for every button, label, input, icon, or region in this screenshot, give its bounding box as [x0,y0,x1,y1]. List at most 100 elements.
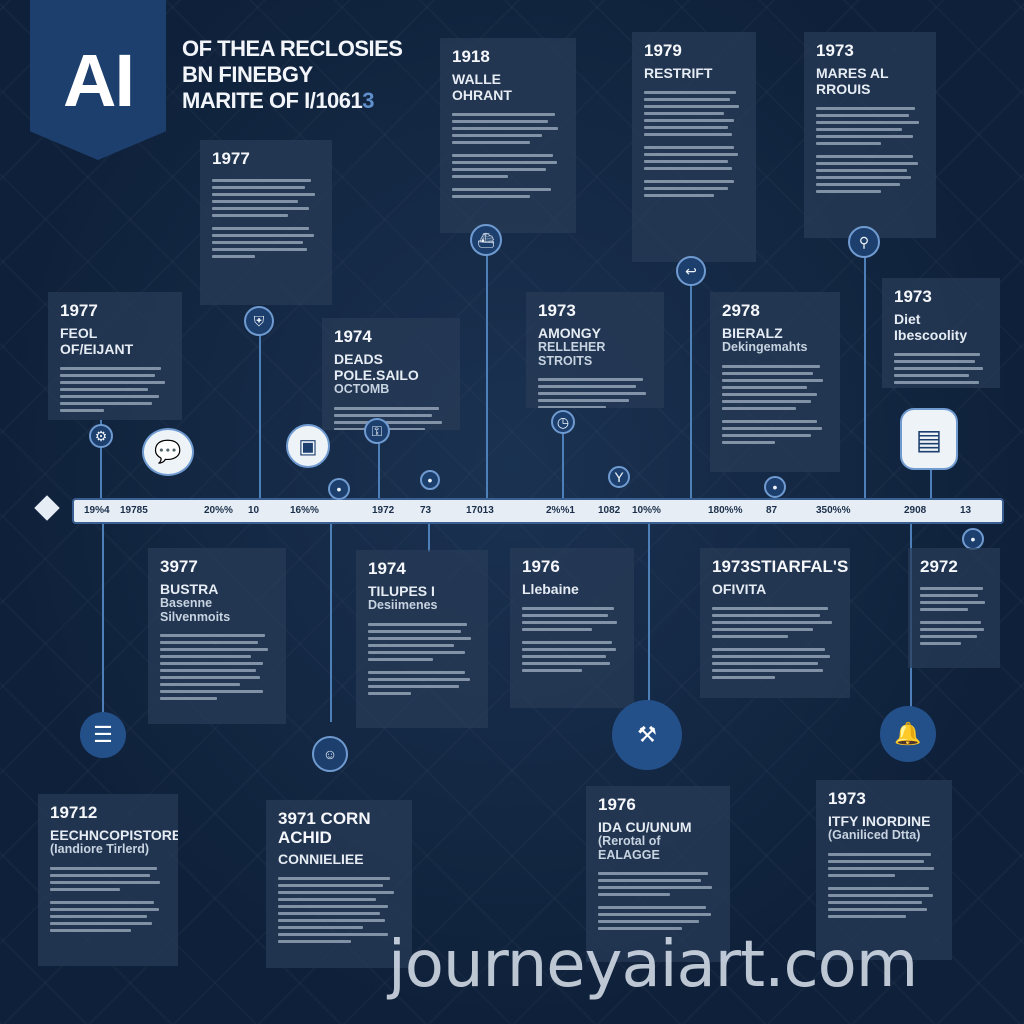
timeline-card-1977b: 1977 FEOL OF/EIJANT [48,292,182,420]
card-title: BUSTRA [160,580,219,597]
card-year: 3977 [160,557,198,576]
card-body [50,866,166,891]
card-year: 1974 [334,327,372,346]
connector-line [930,460,932,500]
gear-icon: ⚙ [89,424,113,448]
gear-stack-icon: ☰ [80,712,126,758]
card-subtitle: Basenne Silvenmoits [160,595,231,624]
card-title: MARES AL RROUIS [816,64,889,97]
timeline-card-1976: 1976 Llebaine [510,548,634,708]
timeline-dot: • [328,478,350,500]
card-title: DEADS POLE.SAILO [334,350,419,383]
timeline-tick: 16%% [290,505,319,516]
card-body [452,187,564,198]
card-body [368,622,476,661]
timeline-card-1976b: 1976 IDA CU/UNUM (Rerotal of EALAGGE [586,786,730,962]
card-subtitle: Desiimenes [368,597,438,612]
timeline-tick: 2%%1 [546,505,575,516]
timeline-card-1973c: 1973 Diet Ibescoolity [882,278,1000,388]
connector-line [648,522,650,732]
card-title: EECHNCOPISTORE [50,826,178,843]
card-body [644,145,744,170]
card-year: 1976 [522,557,560,576]
card-title: BIERALZ [722,324,783,341]
document-icon: ▤ [900,408,958,470]
card-body [50,900,166,932]
card-title: RESTRIFT [644,64,713,81]
header-line-3: MARITE OF I/10613 [182,88,375,114]
card-year: 1979 [644,41,682,60]
connector-line [330,522,332,722]
timeline-bar [74,500,1002,522]
ship-icon: ⛴ [470,224,502,256]
card-body [368,670,476,695]
timeline-card-1973: 1973 MARES AL RROUIS [804,32,936,238]
card-title: FEOL OF/EIJANT [60,324,134,357]
card-title: TILUPES I [368,582,435,599]
timeline-card-1973b: 1973 AMONGY RELLEHER STROITS [526,292,664,408]
ai-logo-badge: AI [30,0,166,160]
card-body [334,406,448,430]
header-line-3-text: MARITE OF I/1061 [182,88,363,113]
connector-line [562,420,564,500]
card-title: ITFY INORDINE [828,812,931,829]
timeline-tick: 19%4 [84,505,110,516]
card-title: Llebaine [522,580,579,597]
timeline-card-1973e: 1973 ITFY INORDINE (Ganiliced Dtta) [816,780,952,960]
card-title: Diet Ibescoolity [894,310,968,343]
card-body [644,90,744,136]
chip-icon: ▣ [286,424,330,468]
timeline-tick: 350%% [816,505,851,516]
timeline-start-diamond [34,495,60,521]
header-line-2: BN FINEBGY [182,62,313,87]
card-body [816,154,924,193]
card-year: 1976 [598,795,636,814]
timeline-tick: 73 [420,505,432,516]
card-subtitle: (Ganiliced Dtta) [828,827,921,842]
card-year: 3971 CORN ACHID [278,809,371,847]
card-year: 1918 [452,47,490,66]
timeline-card-1973d: 1973STIARFAL'S OFIVITA [700,548,850,698]
timeline-card-19712: 19712 EECHNCOPISTORE (Iandiore Tirlerd) [38,794,178,966]
timeline-dot: Y [608,466,630,488]
card-title: CONNIELIEE [278,851,364,868]
card-body [160,634,274,701]
timeline-dot: • [420,470,440,490]
card-body [452,112,564,144]
connector-line [690,280,692,500]
timeline-tick: 20%% [204,505,233,516]
card-year: 2972 [920,557,958,576]
timeline-tick: 1082 [598,505,621,516]
card-body [920,620,988,645]
card-subtitle: (Rerotal of EALAGGE [598,833,661,862]
card-body [828,886,940,918]
timeline-card-1979: 1979 RESTRIFT [632,32,756,262]
card-subtitle: (Iandiore Tirlerd) [50,841,150,856]
card-title: IDA CU/UNUM [598,818,692,835]
connector-line [100,420,102,500]
connector-line [259,330,261,500]
card-body [522,606,622,631]
card-body [60,366,170,412]
timeline-tick: 2908 [904,505,927,516]
card-year: 1973 [894,287,932,306]
timeline-tick: 10 [248,505,260,516]
robot-icon: ☺ [312,736,348,772]
timeline-card-3977: 3977 BUSTRA Basenne Silvenmoits [148,548,286,724]
robot-arm-icon: ⚒ [612,700,682,770]
timeline-tick: 19785 [120,505,148,516]
timeline-dot: • [764,476,786,498]
connector-line [102,522,104,722]
hanger-icon: ◷ [551,410,575,434]
card-year: 1973 [816,41,854,60]
card-year: 1974 [368,559,406,578]
card-body [538,378,652,408]
card-body [722,364,828,410]
drop-icon: ⚲ [848,226,880,258]
watermark: journeyaiart.com [388,928,918,1002]
header-line-3-accent: 3 [362,88,375,113]
timeline-card-1974b: 1974 TILUPES I Desiimenes [356,550,488,728]
card-title: AMONGY [538,324,601,341]
wrench-icon: ↩ [676,256,706,286]
card-body [712,606,838,638]
